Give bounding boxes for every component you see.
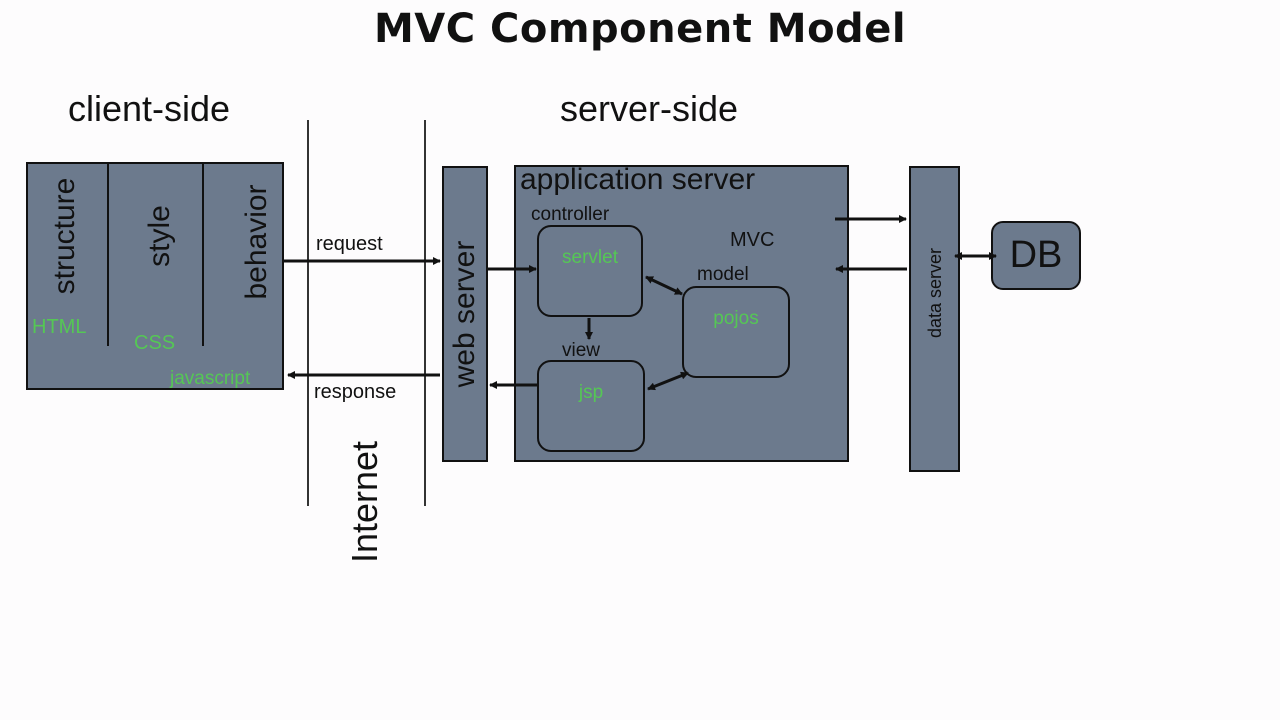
client-side-box bbox=[26, 162, 284, 390]
jsp-pojos-arrow bbox=[647, 371, 689, 391]
diagram-title: MVC Component Model bbox=[373, 6, 907, 52]
internet-boundary-left bbox=[307, 120, 309, 506]
client-divider bbox=[107, 164, 109, 346]
internet-boundary-right bbox=[424, 120, 426, 506]
pojos-box: pojos bbox=[682, 286, 790, 378]
db-label: DB bbox=[1009, 234, 1063, 276]
javascript-label: javascript bbox=[170, 368, 251, 389]
response-label: response bbox=[314, 381, 397, 403]
web-server-box bbox=[442, 166, 488, 462]
server-side-label: server-side bbox=[560, 88, 739, 129]
client-divider bbox=[202, 164, 204, 346]
controller-label: controller bbox=[531, 204, 610, 225]
view-label: view bbox=[562, 340, 601, 361]
css-label: CSS bbox=[134, 332, 176, 354]
servlet-label: servlet bbox=[562, 247, 618, 268]
jsp-box: jsp bbox=[537, 360, 645, 452]
data-server-box bbox=[909, 166, 960, 472]
request-label: request bbox=[316, 233, 383, 255]
jsp-label: jsp bbox=[578, 382, 604, 403]
application-server-title: application server bbox=[520, 163, 756, 196]
client-side-label: client-side bbox=[68, 88, 231, 129]
html-label: HTML bbox=[32, 316, 87, 338]
db-box: DB bbox=[991, 221, 1081, 290]
mvc-label: MVC bbox=[730, 229, 775, 251]
pojos-label: pojos bbox=[713, 308, 759, 329]
servlet-box: servlet bbox=[537, 225, 643, 317]
servlet-pojos-arrow bbox=[645, 275, 683, 296]
model-label: model bbox=[697, 264, 749, 285]
